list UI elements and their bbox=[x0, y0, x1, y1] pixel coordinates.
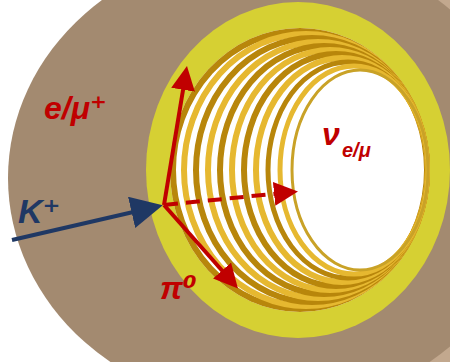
yellow-ring bbox=[146, 2, 450, 338]
neutrino-subscript: e/μ bbox=[342, 140, 371, 160]
coils bbox=[172, 30, 428, 310]
lepton-track bbox=[164, 72, 186, 205]
outer-housing bbox=[8, 0, 450, 362]
kaon-label: K⁺ bbox=[18, 194, 61, 228]
pion-label: π⁰ bbox=[160, 272, 197, 304]
neutrino-label: ν bbox=[322, 118, 340, 150]
lepton-label: e/μ⁺ bbox=[44, 92, 107, 124]
neutrino-track bbox=[164, 192, 292, 205]
